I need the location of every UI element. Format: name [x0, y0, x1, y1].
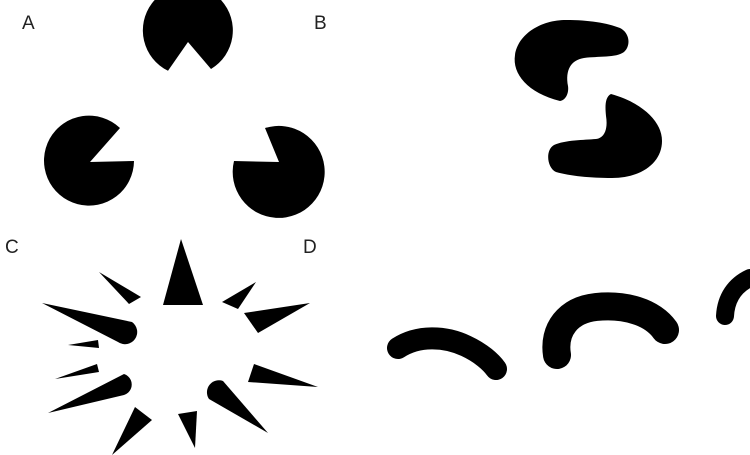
spike-upper-right	[222, 282, 256, 309]
blob-lower	[548, 94, 662, 178]
spike-left-big	[42, 303, 137, 344]
spike-lower-right-big	[207, 380, 268, 433]
spike-lower-left-big	[48, 374, 132, 413]
arc-right	[725, 278, 750, 316]
spike-left-mid	[55, 364, 99, 379]
panel-label-c: C	[5, 237, 19, 258]
panel-b-interlocking-shapes	[515, 20, 662, 178]
panel-a-kanizsa-triangle	[44, 0, 325, 218]
arc-left	[398, 338, 496, 369]
pacman-bottom-right	[233, 126, 325, 218]
spike-bottom	[178, 411, 197, 448]
spike-bottom-left	[112, 407, 152, 455]
panel-c-illusory-circle	[42, 239, 318, 455]
panel-label-a: A	[22, 13, 35, 34]
spike-upper-left	[99, 272, 141, 304]
spike-right-lower	[248, 364, 318, 387]
panel-d-illusory-arcs	[398, 278, 750, 369]
arc-middle	[556, 306, 665, 355]
blob-upper	[515, 20, 629, 101]
spike-top	[163, 239, 203, 305]
pacman-top	[143, 0, 233, 71]
panel-label-b: B	[314, 13, 327, 34]
spike-right-upper	[244, 303, 310, 333]
panel-label-d: D	[303, 237, 317, 258]
spike-left-small	[68, 340, 99, 348]
pacman-bottom-left	[44, 116, 134, 206]
